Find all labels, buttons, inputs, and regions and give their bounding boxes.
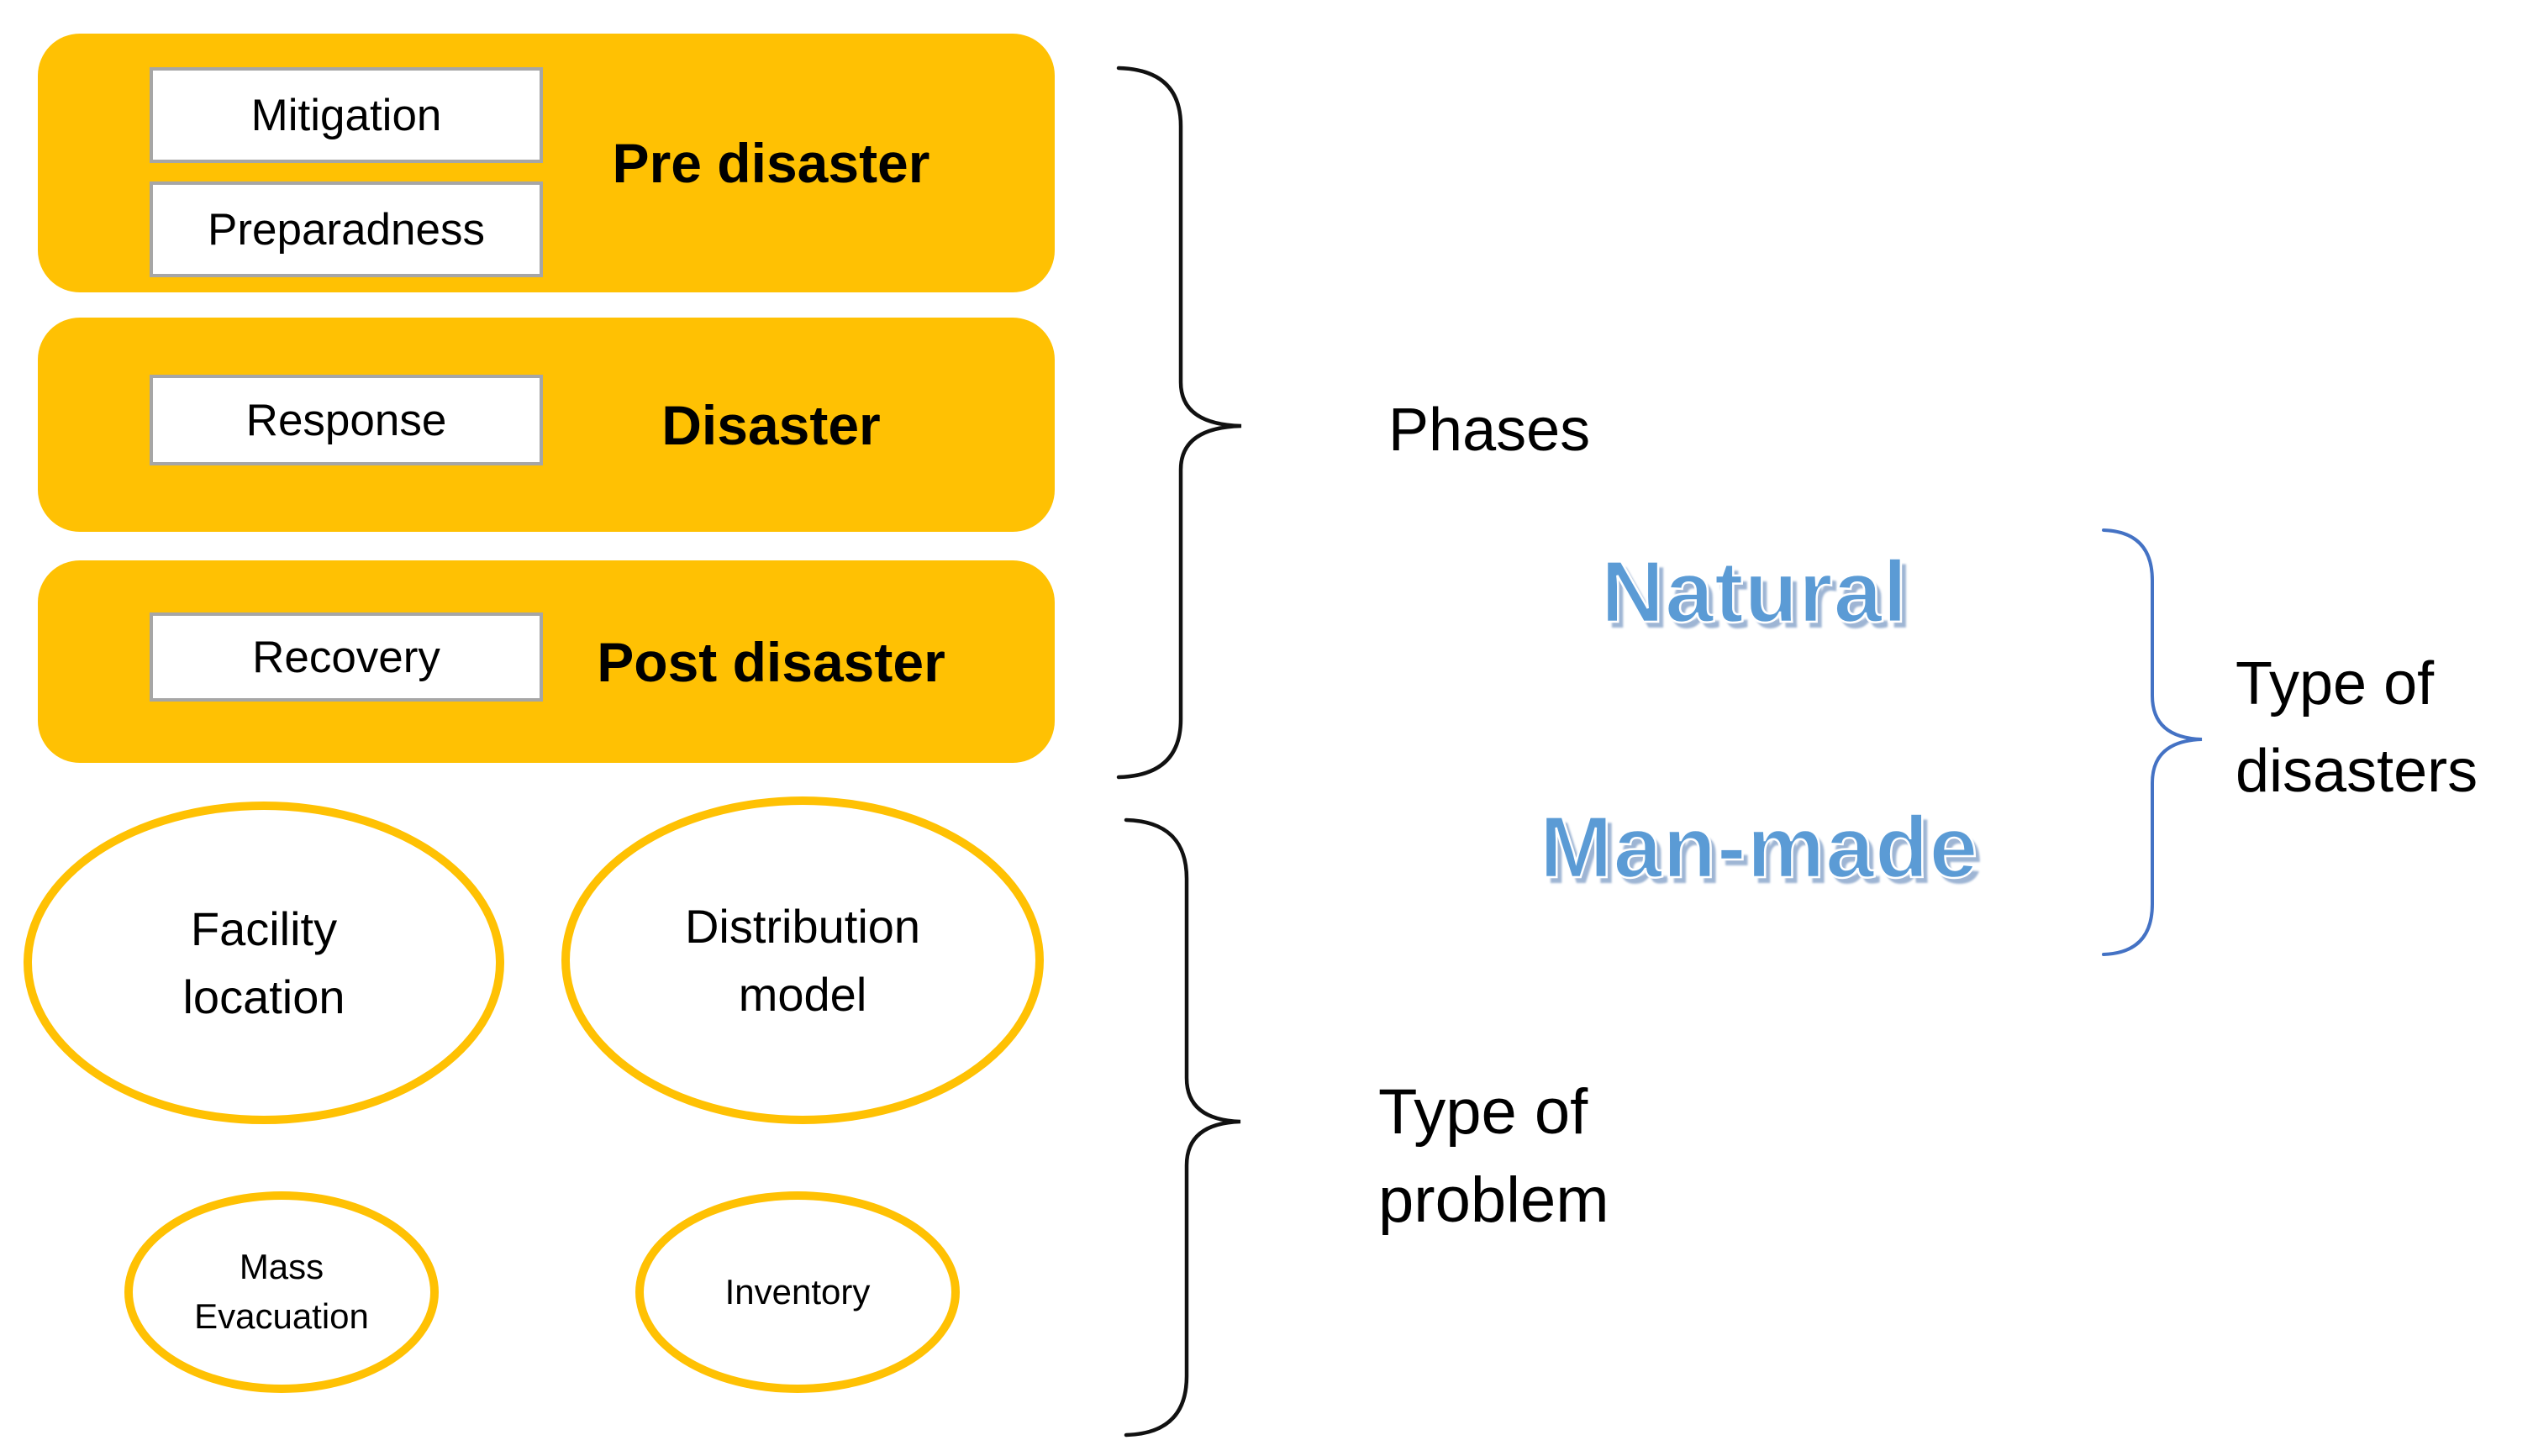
phase-item-preparadness: Preparadness	[150, 181, 543, 277]
type-of-problem-group-label: Type of problem	[1378, 1076, 1609, 1236]
type-of-disasters-group-label: Type of disasters	[2235, 650, 2478, 806]
phase-item-label: Recovery	[252, 632, 440, 682]
phase-block-label-pre-disaster: Pre disaster	[612, 132, 930, 194]
natural-wordart: Natural	[1600, 543, 1909, 641]
ellipse-label: Distribution model	[684, 899, 921, 1021]
phase-item-response: Response	[150, 375, 543, 465]
phase-item-label: Response	[245, 395, 447, 445]
phases-brace	[1116, 66, 1242, 780]
phase-block-disaster: Response Disaster	[38, 318, 1055, 532]
ellipse-label: Mass Evacuation	[194, 1247, 369, 1336]
phase-block-pre-disaster: Mitigation Preparadness Pre disaster	[38, 34, 1055, 292]
man-made-wordart: Man-made	[1539, 798, 1979, 896]
phase-item-mitigation: Mitigation	[150, 67, 543, 163]
problem-ellipse-mass-evacuation: Mass Evacuation	[124, 1191, 439, 1393]
ellipse-label: Inventory	[724, 1271, 871, 1311]
type-of-problem-brace	[1124, 817, 1241, 1438]
phase-item-label: Preparadness	[208, 204, 485, 255]
phase-block-label-disaster: Disaster	[661, 393, 881, 456]
phase-block-label-post-disaster: Post disaster	[597, 630, 945, 693]
phases-group-label: Phases	[1388, 397, 1591, 464]
phase-item-recovery: Recovery	[150, 612, 543, 702]
phase-block-post-disaster: Recovery Post disaster	[38, 560, 1055, 763]
problem-ellipse-facility-location: Facility location	[24, 802, 504, 1124]
phase-item-label: Mitigation	[250, 90, 442, 140]
ellipse-label: Facility location	[182, 901, 345, 1023]
problem-ellipse-distribution-model: Distribution model	[561, 796, 1044, 1124]
type-of-disasters-brace	[2102, 528, 2203, 956]
problem-ellipse-inventory: Inventory	[635, 1191, 960, 1393]
